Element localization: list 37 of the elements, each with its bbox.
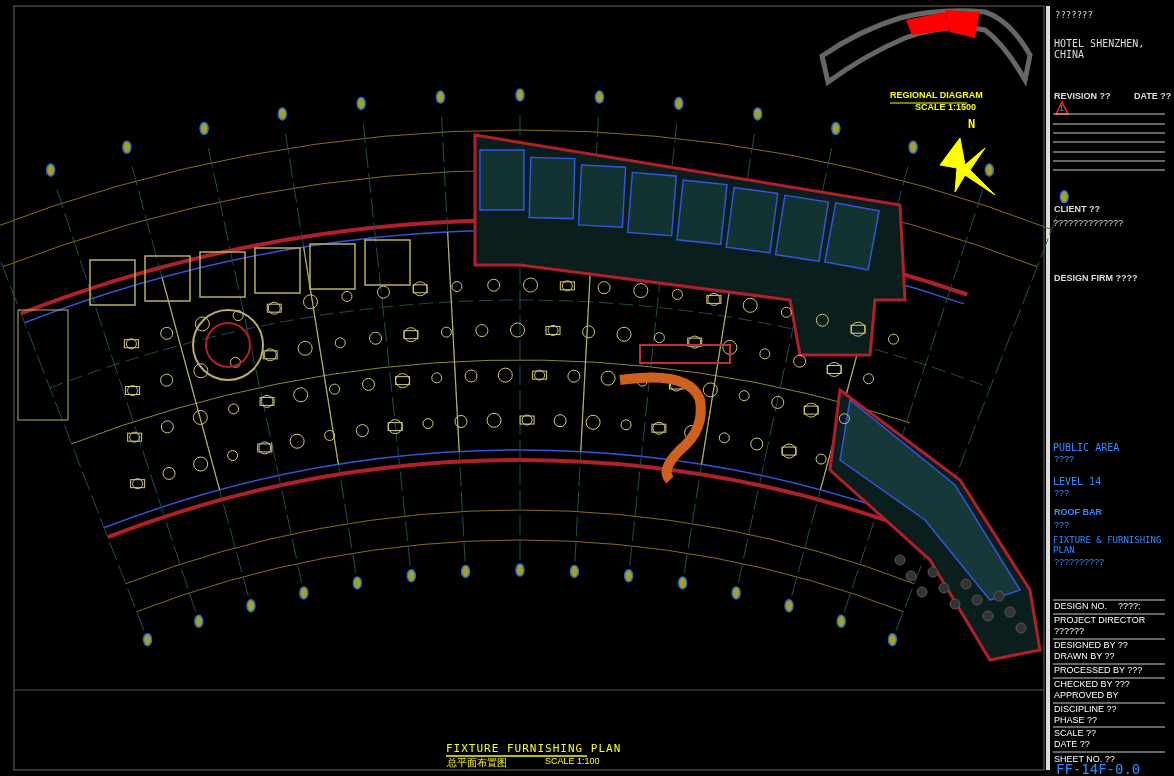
title-block-text: ?????????? (1054, 558, 1105, 568)
title-block-label: CHECKED BY ??? (1054, 680, 1130, 690)
title-block-text: ?????????????? (1053, 219, 1124, 229)
title-block-text: LEVEL 14 (1053, 476, 1102, 487)
title-block-text: ?????? (1054, 627, 1085, 637)
title-block-text: ????: (1118, 602, 1141, 612)
title-block-text: ???? (1054, 455, 1075, 465)
drawing-subtitle: 总平面布置图 (447, 757, 507, 768)
sheet-number: FF-14F-0.0 (1056, 762, 1141, 776)
scale-note: SCALE 1:100 (545, 757, 600, 767)
title-block-label: REVISION ?? (1054, 92, 1111, 102)
title-block-label: DATE ?? (1134, 92, 1172, 102)
title-block-label: APPROVED BY (1054, 691, 1119, 701)
title-block-label: DRAWN BY ?? (1054, 652, 1115, 662)
title-block-text: ??? (1054, 489, 1070, 499)
title-block-label: DESIGN FIRM ???? (1054, 274, 1138, 284)
title-block-label: PHASE ?? (1054, 716, 1098, 726)
title-block-text: ROOF BAR (1054, 508, 1102, 518)
north-label: N (968, 118, 976, 132)
title-block-label: DESIGN NO. (1054, 602, 1107, 612)
title-block-text: ??? (1054, 521, 1070, 531)
title-block-label: DISCIPLINE ?? (1054, 705, 1117, 715)
title-block-text: ??????? (1055, 11, 1093, 21)
title-block-label: CLIENT ?? (1054, 205, 1100, 215)
drawing-title: FIXTURE FURNISHING PLAN (446, 743, 622, 756)
title-block-label: SCALE ?? (1054, 729, 1097, 739)
title-block-label: DATE ?? (1054, 740, 1090, 750)
title-block-label: PROJECT DIRECTOR (1054, 616, 1146, 626)
title-block-text: PUBLIC AREA (1053, 442, 1120, 453)
revision-number: 1 (1059, 104, 1064, 114)
project-name: HOTEL SHENZHEN, CHINA (1054, 38, 1146, 60)
title-block-label: SHEET NO. ?? (1054, 755, 1115, 764)
title-block-label: PROCESSED BY ??? (1054, 666, 1143, 676)
title-block-text: FIXTURE & FURNISHING PLAN (1053, 536, 1163, 556)
diagram-heading: REGIONAL DIAGRAM (890, 91, 983, 101)
title-block-label: DESIGNED BY ?? (1054, 641, 1128, 651)
scale-note: SCALE 1:1500 (915, 103, 977, 113)
